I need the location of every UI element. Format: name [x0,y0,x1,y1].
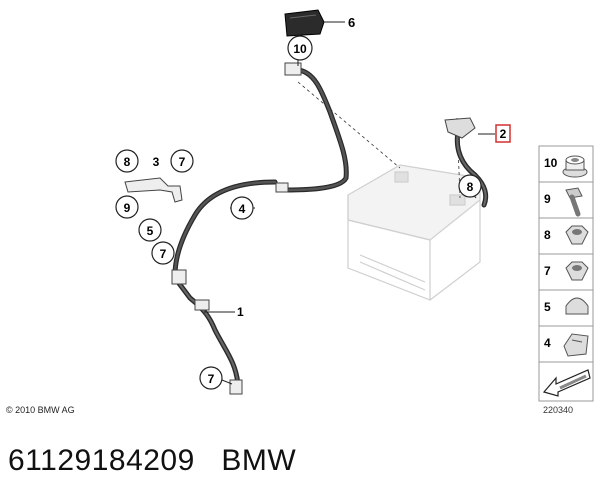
callout-4: 4 [230,196,254,220]
hex-nut-icon [565,225,589,245]
svg-text:7: 7 [160,247,167,261]
svg-text:1: 1 [237,305,244,319]
flange-nut-icon [562,155,588,178]
copyright-notice: © 2010 BMW AG [6,405,75,415]
svg-text:7: 7 [208,372,215,386]
svg-text:4: 4 [239,202,246,216]
callout-2: 2 [495,124,511,143]
hex-nut-icon [565,261,589,281]
svg-text:5: 5 [544,300,551,314]
svg-text:4: 4 [544,336,551,350]
legend-panel: 10 9 8 7 [538,145,594,402]
svg-text:6: 6 [348,15,355,30]
part-caption: 61129184209 BMW [8,444,296,478]
callout-8-battery: 8 [458,174,482,198]
svg-text:10: 10 [544,156,558,170]
legend-row-5: 5 [544,297,589,315]
legend-row-arrow [542,369,591,397]
cable-1 [171,269,243,395]
legend-row-4: 4 [544,333,589,357]
cable-2 [444,117,489,208]
svg-text:8: 8 [467,180,474,194]
hex-bolt-icon [565,187,583,217]
part-number: 61129184209 [8,444,195,477]
bracket-3 [124,177,183,203]
callout-3: 3 [153,155,160,169]
svg-text:3: 3 [153,155,160,169]
svg-text:7: 7 [179,155,186,169]
callout-6: 6 [348,15,355,30]
svg-text:9: 9 [124,201,131,215]
battery-illustration [347,164,481,301]
callout-7-mid: 7 [151,241,175,265]
drawing-number: 220340 [543,405,574,415]
cable-4 [172,62,349,278]
callout-1: 1 [237,305,244,319]
cap-nut-icon [565,297,589,315]
parts-diagram: 6 10 1 4 2 8 8 3 7 9 5 7 7 [115,9,594,402]
callout-7-bracket: 7 [170,149,194,173]
direction-arrow-icon [542,369,591,397]
svg-text:7: 7 [544,264,551,278]
callout-7-bottom: 7 [199,366,233,390]
legend-row-10: 10 [544,155,588,178]
cable-clip-icon [563,333,589,357]
callout-5: 5 [138,218,162,242]
callout-8-bracket: 8 [115,149,139,173]
svg-text:9: 9 [544,192,551,206]
callout-10: 10 [287,35,313,61]
legend-row-9: 9 [544,187,583,217]
callout-9: 9 [115,195,139,219]
svg-text:10: 10 [293,42,307,56]
brand-name: BMW [221,444,297,477]
svg-text:8: 8 [544,228,551,242]
terminal-cover-6 [284,9,325,37]
svg-text:2: 2 [500,127,507,141]
svg-text:5: 5 [147,224,154,238]
legend-row-8: 8 [544,225,589,245]
legend-row-7: 7 [544,261,589,281]
svg-text:8: 8 [124,155,131,169]
